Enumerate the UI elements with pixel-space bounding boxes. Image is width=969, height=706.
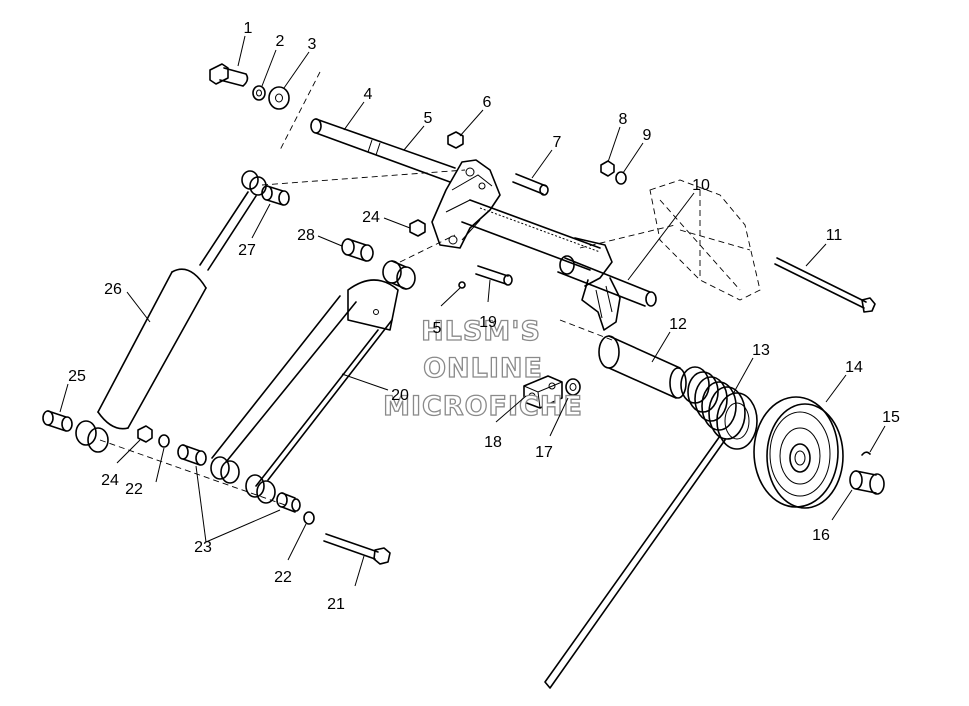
bolt-part-11 [774, 257, 876, 313]
side-plate-outline [649, 179, 761, 301]
callout-2: 2 [276, 33, 285, 50]
callout-13: 13 [752, 342, 770, 359]
nut-part-24-top [409, 219, 426, 237]
washer-part-2-hole [256, 89, 262, 97]
callout-21: 21 [327, 596, 345, 613]
watermark-line-3: MICROFICHE [383, 391, 583, 422]
callouts: 1 2 3 4 5 6 7 8 9 10 11 12 13 14 15 16 1… [68, 20, 900, 613]
wheel-part-14 [753, 396, 844, 509]
bushing-part-25 [42, 410, 73, 432]
bolt-part-21 [323, 533, 391, 565]
bushing-part-28 [341, 238, 374, 262]
callout-4: 4 [364, 86, 373, 103]
callout-9: 9 [643, 127, 652, 144]
washer-part-3-hole [275, 93, 283, 103]
callout-11: 11 [826, 227, 843, 244]
callout-16: 16 [812, 527, 830, 544]
callout-3: 3 [308, 36, 317, 53]
sleeve-part-12 [598, 335, 687, 399]
callout-5-low: 5 [433, 320, 442, 337]
bolt-part-1 [209, 63, 249, 87]
callout-18: 18 [484, 434, 502, 451]
clip-part-15 [861, 451, 871, 456]
bolt-part-5-small [458, 281, 466, 289]
callout-7: 7 [553, 134, 562, 151]
callout-6: 6 [483, 94, 492, 111]
shaft-part-4 [310, 118, 456, 183]
nut-part-8 [600, 160, 615, 177]
leader-lines [59, 35, 886, 587]
callout-19: 19 [479, 314, 497, 331]
callout-14: 14 [845, 359, 863, 376]
callout-25: 25 [68, 368, 86, 385]
watermark-line-1: HLSM'S [421, 316, 541, 347]
watermark: HLSM'S ONLINE MICROFICHE [382, 315, 583, 422]
washer-part-22-lower [303, 511, 315, 525]
tube-part-10 [557, 255, 657, 307]
pin-part-19 [475, 265, 513, 286]
callout-1: 1 [244, 20, 253, 37]
mounting-bracket [431, 159, 501, 249]
callout-28: 28 [297, 227, 315, 244]
watermark-line-2: ONLINE [423, 353, 543, 384]
callout-5-top: 5 [424, 110, 433, 127]
callout-20: 20 [391, 387, 409, 404]
bushing-part-27 [261, 185, 290, 206]
nut-part-6 [447, 131, 464, 149]
callout-10: 10 [692, 177, 710, 194]
callout-22-upper: 22 [125, 481, 143, 498]
callout-22-lower: 22 [274, 569, 292, 586]
bushing-part-17 [565, 378, 581, 396]
shock-part-26 [75, 170, 267, 453]
bushing-part-23 [177, 444, 301, 513]
callout-27: 27 [238, 242, 256, 259]
spring-part-13 [544, 366, 758, 689]
nut-part-24-low [137, 425, 153, 443]
alignment-lines [99, 71, 676, 506]
bearing-part-16 [849, 470, 885, 495]
callout-24-top: 24 [362, 209, 380, 226]
washer-part-22-upper [158, 434, 170, 448]
pin-part-7 [512, 173, 549, 196]
washer-part-3 [268, 86, 290, 110]
callout-24-low: 24 [101, 472, 119, 489]
callout-23: 23 [194, 539, 212, 556]
callout-17: 17 [535, 444, 553, 461]
callout-26: 26 [104, 281, 122, 298]
callout-15: 15 [882, 409, 900, 426]
washer-part-2 [252, 85, 266, 101]
block-part-18 [523, 375, 563, 409]
cross-tube [461, 199, 621, 331]
washer-part-9 [615, 171, 627, 185]
callout-8: 8 [619, 111, 628, 128]
arm-part-20 [210, 260, 416, 504]
callout-12: 12 [669, 316, 687, 333]
